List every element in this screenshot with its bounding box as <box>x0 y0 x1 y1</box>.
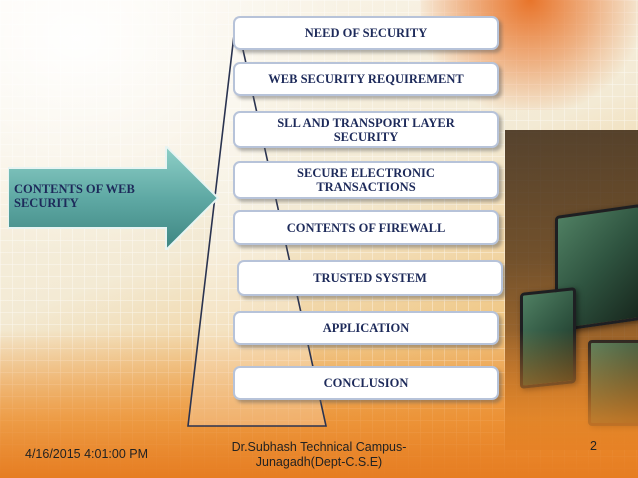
item-contents-of-firewall[interactable]: CONTENTS OF FIREWALL <box>233 210 499 245</box>
footer-date: 4/16/2015 4:01:00 PM <box>25 447 149 461</box>
bottom-glow <box>0 330 638 478</box>
footer-institution: Dr.Subhash Technical Campus- Junagadh(De… <box>214 440 424 470</box>
item-label: TRUSTED SYSTEM <box>313 271 427 285</box>
footer-institution-line1: Dr.Subhash Technical Campus- <box>231 440 407 454</box>
item-label: WEB SECURITY REQUIREMENT <box>268 72 464 86</box>
item-label: SECURE ELECTRONIC TRANSACTIONS <box>297 166 435 194</box>
item-need-of-security[interactable]: NEED OF SECURITY <box>233 16 499 50</box>
slide-number: 2 <box>590 439 597 453</box>
item-label: SLL AND TRANSPORT LAYER SECURITY <box>277 115 455 144</box>
arrow-label: CONTENTS OF WEB SECURITY <box>14 182 135 210</box>
item-secure-electronic-transactions[interactable]: SECURE ELECTRONIC TRANSACTIONS <box>233 161 499 199</box>
item-application[interactable]: APPLICATION <box>233 311 499 345</box>
item-web-security-requirement[interactable]: WEB SECURITY REQUIREMENT <box>233 62 499 96</box>
item-label: APPLICATION <box>322 321 410 335</box>
item-label: CONTENTS OF FIREWALL <box>286 220 446 235</box>
item-sll-transport-layer-security[interactable]: SLL AND TRANSPORT LAYER SECURITY <box>233 111 499 148</box>
item-label: NEED OF SECURITY <box>304 26 428 40</box>
item-conclusion[interactable]: CONCLUSION <box>233 366 499 400</box>
contents-arrow <box>8 146 220 250</box>
item-trusted-system[interactable]: TRUSTED SYSTEM <box>237 260 503 296</box>
item-label: CONCLUSION <box>323 376 409 390</box>
footer-institution-line2: Junagadh(Dept-C.S.E) <box>255 455 383 469</box>
